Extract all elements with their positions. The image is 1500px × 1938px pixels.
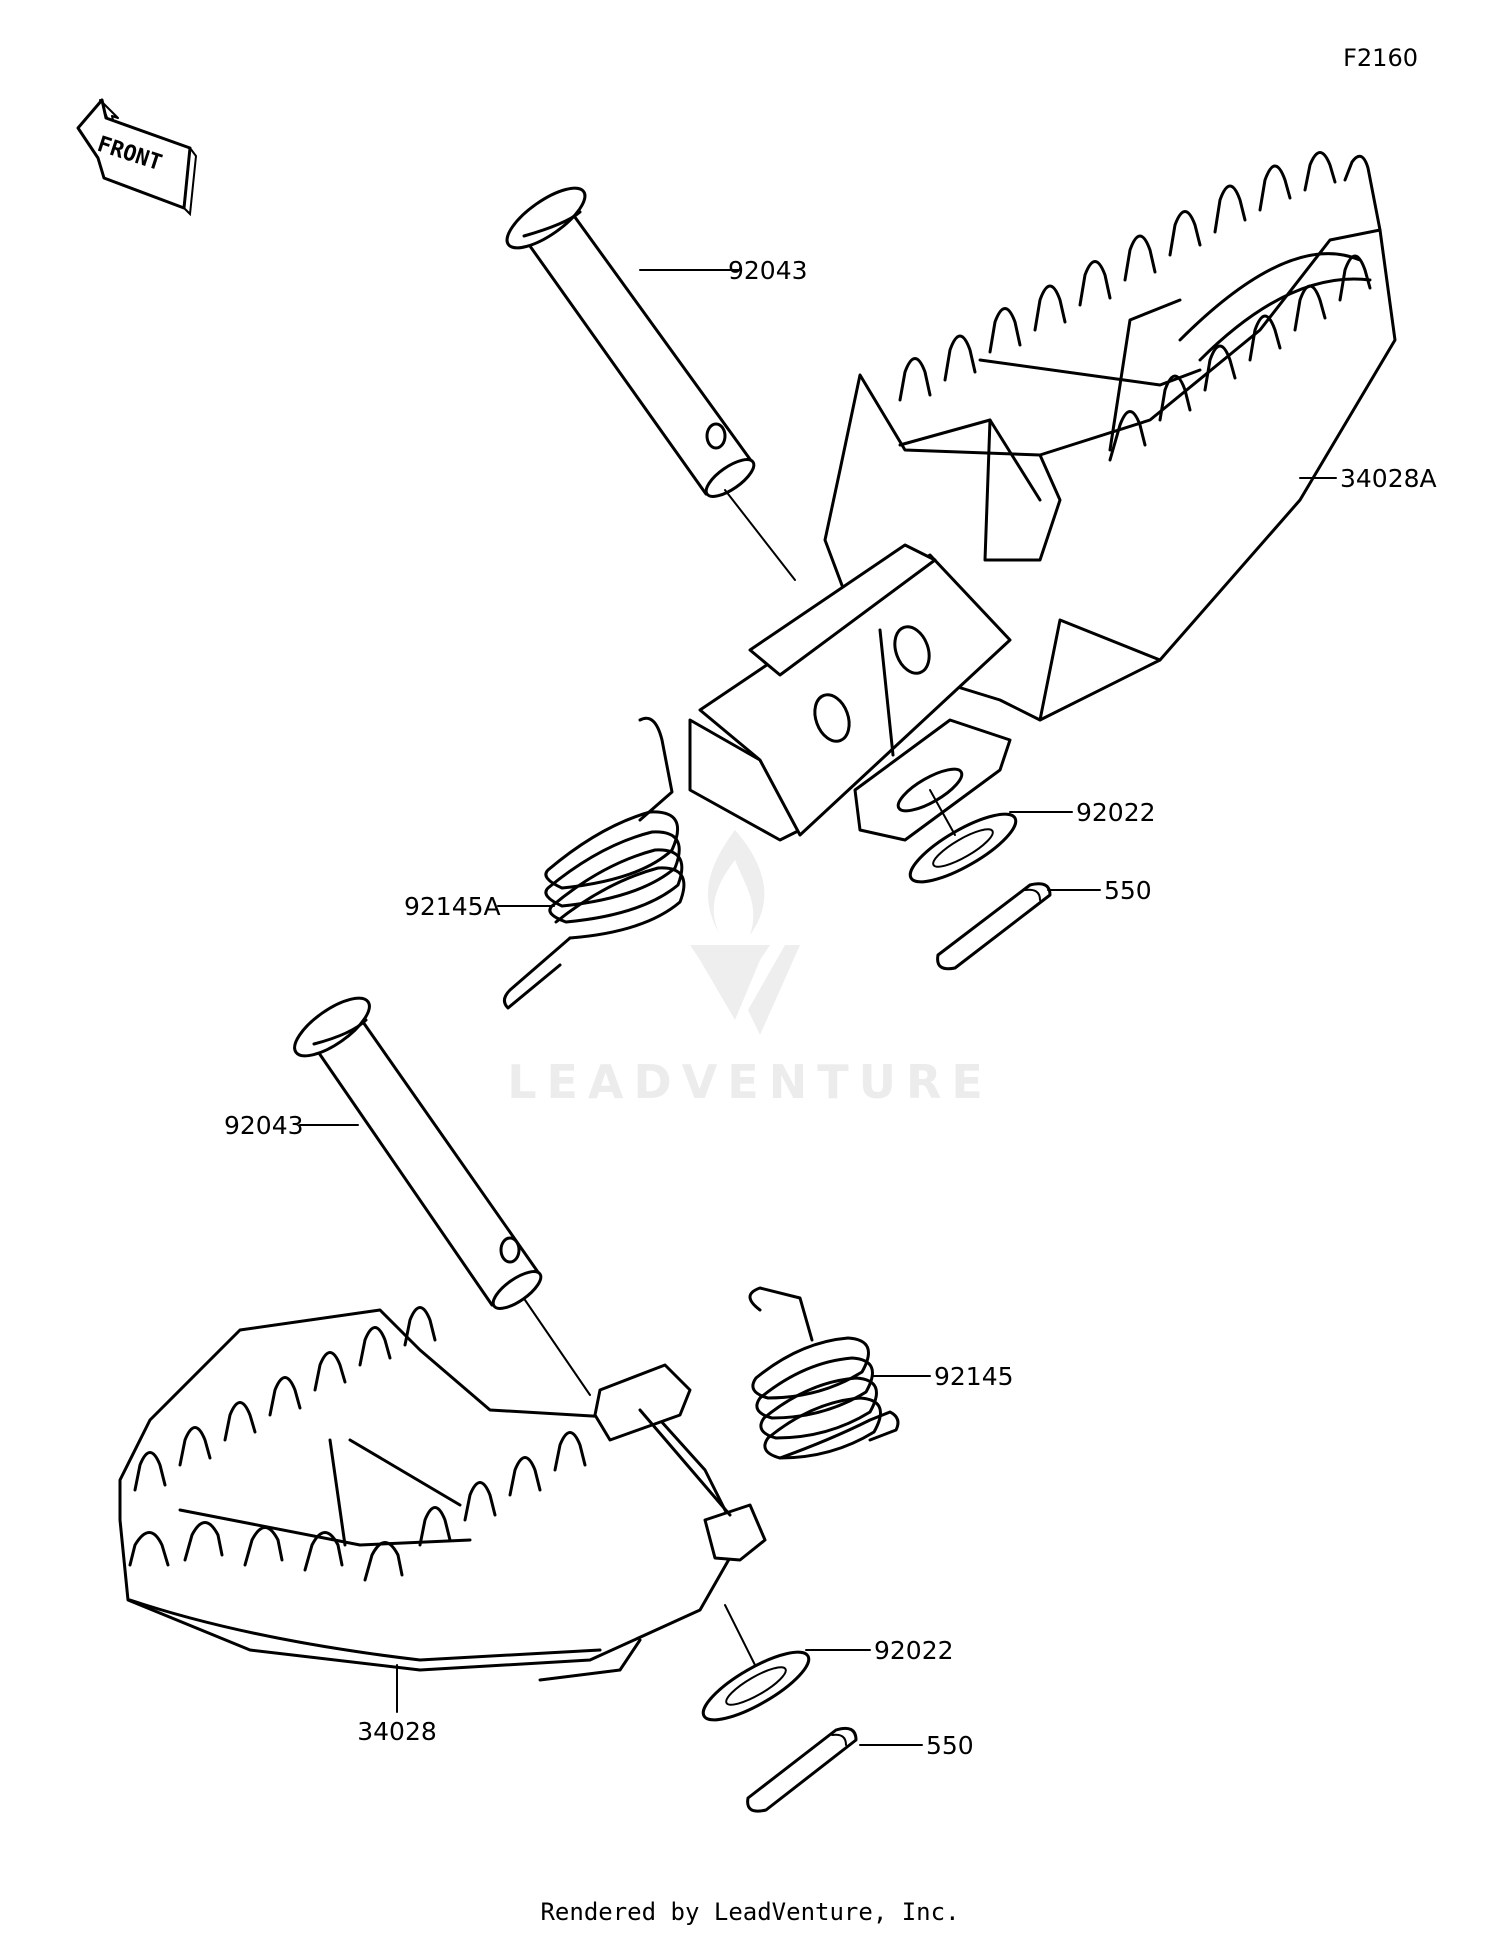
upper-spring-label: 92145A (404, 892, 501, 921)
upper-clevis-pin (505, 186, 796, 581)
watermark-text: LEADVENTURE (507, 1055, 993, 1109)
lower-clevis-pin (293, 996, 591, 1396)
lower-washer (701, 1604, 871, 1722)
watermark: LEADVENTURE (507, 830, 993, 1109)
figure-code: F2160 (1343, 44, 1418, 72)
watermark-flame-icon (708, 830, 765, 935)
watermark-v-icon (690, 945, 800, 1035)
upper-pin-label: 92043 (728, 256, 808, 285)
upper-pivot-bracket (688, 543, 1012, 842)
front-arrow-icon: FRONT (76, 98, 198, 217)
lower-cotter-pin (746, 1726, 923, 1813)
lower-washer-label: 92022 (874, 1636, 954, 1665)
upper-cotter-pin (936, 882, 1101, 971)
lower-footpeg (118, 1306, 767, 1682)
lower-footpeg-label: 34028 (357, 1717, 437, 1746)
upper-spring (497, 716, 686, 1010)
upper-footpeg-label: 34028A (1340, 464, 1437, 493)
lower-cotter-pin-label: 550 (926, 1731, 974, 1760)
upper-cotter-pin-label: 550 (1104, 876, 1152, 905)
lower-spring-label: 92145 (934, 1362, 1014, 1391)
upper-washer-label: 92022 (1076, 798, 1156, 827)
lower-spring (748, 1286, 931, 1460)
upper-washer (908, 789, 1073, 884)
lower-pin-label: 92043 (224, 1111, 304, 1140)
footer-credit: Rendered by LeadVenture, Inc. (540, 1898, 959, 1926)
